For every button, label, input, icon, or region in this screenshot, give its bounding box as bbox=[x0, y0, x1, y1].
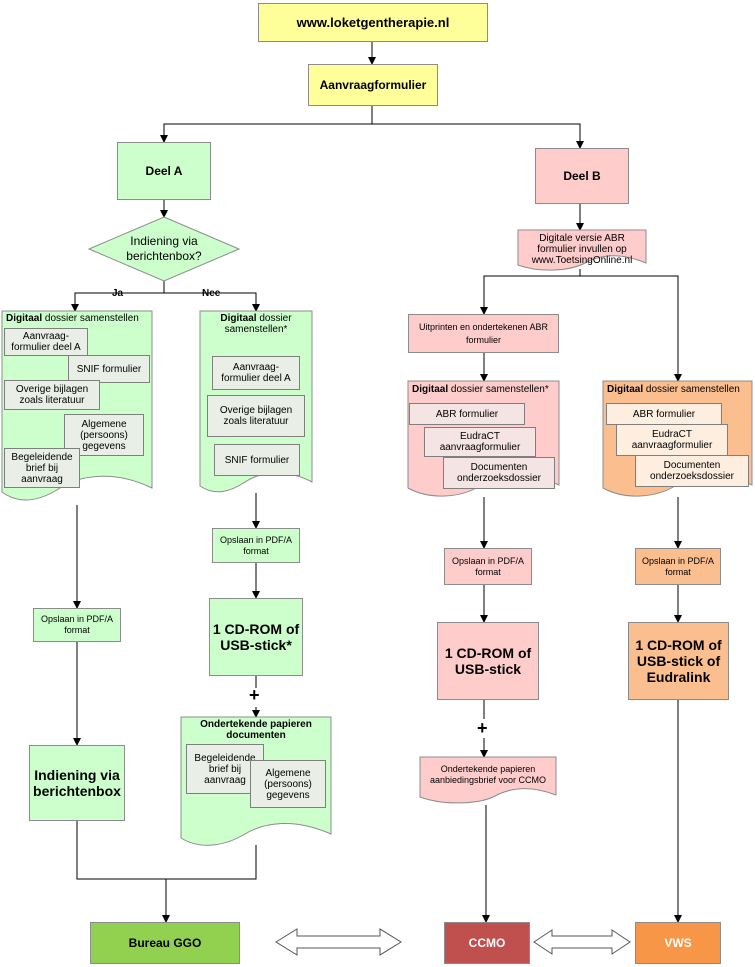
pdf-box-ccmo: Opslaan in PDF/A format bbox=[444, 548, 532, 585]
berichtenbox-box: Indiening via berichtenbox bbox=[29, 745, 125, 821]
card-overige-bijlagen-2: Overige bijlagen zoals literatuur bbox=[207, 395, 305, 437]
doc-shape-abr bbox=[517, 229, 647, 271]
vws-digital-title-rest: dossier samenstellen bbox=[643, 384, 740, 395]
ccmo-paper-text: Ondertekende papieren aanbiedingsbrief v… bbox=[429, 764, 547, 785]
aanvraagformulier-box: Aanvraagformulier bbox=[308, 64, 438, 106]
card-overige-bijlagen: Overige bijlagen zoals literatuur bbox=[4, 380, 100, 410]
digital-yes-title-rest: dossier samenstellen bbox=[42, 313, 139, 324]
vws-digital-title: Digitaal dossier samenstellen bbox=[607, 384, 753, 395]
label-ja: Ja bbox=[112, 288, 124, 299]
target-ccmo: CCMO bbox=[444, 922, 530, 964]
pdf-box-a-yes: Opslaan in PDF/A format bbox=[33, 608, 121, 642]
digital-yes-title: Digitaal dossier samenstellen bbox=[6, 313, 152, 324]
print-box: Uitprinten en ondertekenen ABR formulier bbox=[408, 314, 559, 353]
card-begeleidende-brief: Begeleidende brief bij aanvraag bbox=[4, 448, 80, 488]
site-box: www.loketgentherapie.nl bbox=[258, 3, 488, 42]
target-bureau-ggo: Bureau GGO bbox=[90, 922, 240, 964]
card-documenten-ccmo: Documenten onderzoeksdossier bbox=[443, 457, 555, 489]
vws-digital-title-bold: Digitaal bbox=[607, 384, 644, 395]
plus-b: + bbox=[477, 718, 488, 738]
ccmo-digital-title-rest: dossier samenstellen* bbox=[448, 384, 549, 395]
card-aanvraagformulier-a: Aanvraag-formulier deel A bbox=[4, 328, 88, 356]
card-eudract-vws: EudraCT aanvraagformulier bbox=[616, 424, 728, 456]
cdrom-box-ccmo: 1 CD-ROM of USB-stick bbox=[437, 622, 539, 700]
card-abr-ccmo: ABR formulier bbox=[409, 403, 525, 425]
label-nee: Nee bbox=[202, 288, 221, 299]
decision-diamond bbox=[87, 216, 241, 282]
double-arrow-ggo-ccmo bbox=[275, 928, 402, 956]
card-snif-formulier-2: SNIF formulier bbox=[214, 444, 300, 476]
abr-digital-text: Digitale versie ABR formulier invullen o… bbox=[531, 232, 633, 266]
card-snif-formulier: SNIF formulier bbox=[68, 355, 150, 383]
doc-shape-ccmo-paper bbox=[419, 756, 557, 804]
double-arrow-ccmo-vws bbox=[533, 929, 631, 955]
card-eudract-ccmo: EudraCT aanvraagformulier bbox=[424, 427, 536, 457]
digital-no-title-rest: dossier samenstellen* bbox=[224, 313, 292, 335]
card-algemene-gegevens-2: Algemene (persoons) gegevens bbox=[250, 760, 326, 808]
card-documenten-vws: Documenten onderzoeksdossier bbox=[635, 455, 749, 487]
digital-yes-title-bold: Digitaal bbox=[6, 313, 43, 324]
digital-no-title-bold: Digitaal bbox=[220, 313, 257, 324]
ccmo-digital-title: Digitaal dossier samenstellen* bbox=[412, 384, 558, 395]
pdf-box-a-no: Opslaan in PDF/A format bbox=[212, 528, 300, 563]
deel-b-box: Deel B bbox=[535, 148, 629, 204]
digital-no-title: Digitaal dossier samenstellen* bbox=[204, 313, 308, 335]
ccmo-digital-title-bold: Digitaal bbox=[412, 384, 449, 395]
target-vws: VWS bbox=[635, 922, 721, 964]
pdf-box-vws: Opslaan in PDF/A format bbox=[635, 548, 721, 585]
cdrom-box-a: 1 CD-ROM of USB-stick* bbox=[209, 598, 303, 676]
decision-text: Indiening via berichtenbox? bbox=[126, 234, 202, 263]
paper-a-title: Ondertekende papieren documenten bbox=[200, 719, 312, 741]
card-abr-vws: ABR formulier bbox=[606, 403, 722, 425]
deel-a-box: Deel A bbox=[117, 142, 211, 200]
cdrom-box-vws: 1 CD-ROM of USB-stick of Eudralink bbox=[628, 622, 729, 700]
card-aanvraagformulier-a-2: Aanvraag-formulier deel A bbox=[212, 356, 300, 390]
plus-a: + bbox=[249, 685, 260, 705]
